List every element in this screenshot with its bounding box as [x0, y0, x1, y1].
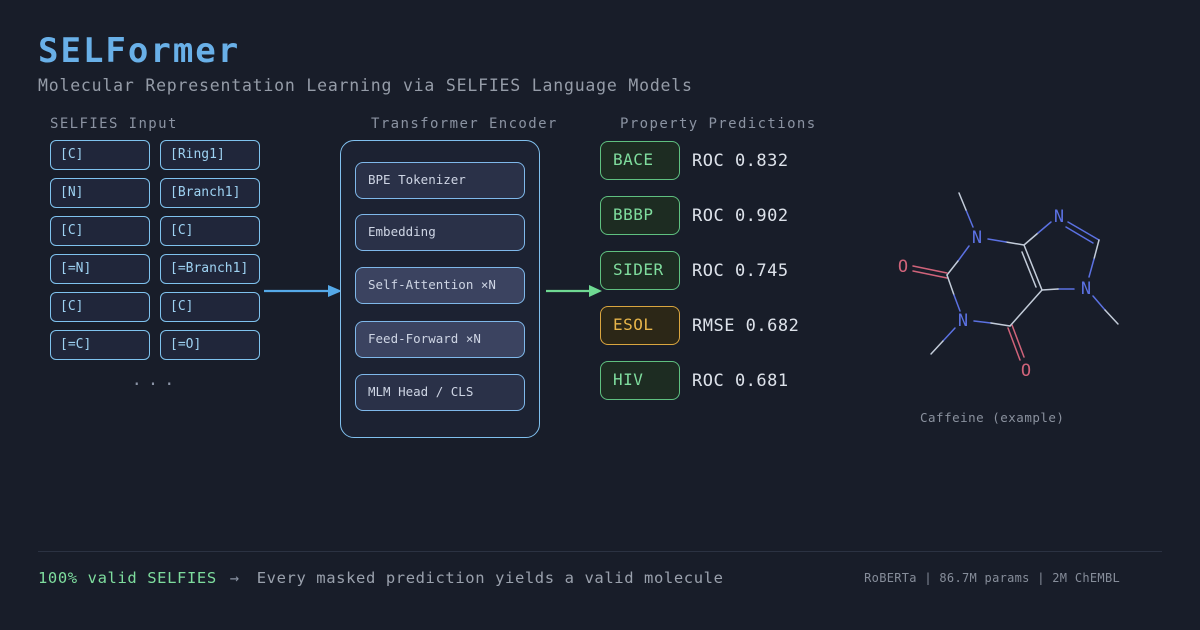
transformer-encoder-box: BPE Tokenizer Embedding Self-Attention ×… — [340, 140, 540, 438]
atom-label-n7: N — [1081, 279, 1091, 299]
dataset-badge-hiv: HIV — [600, 361, 680, 400]
atom-label-n9: N — [1054, 207, 1064, 227]
atom-label-n1: N — [972, 228, 982, 248]
footer-highlight: 100% valid SELFIES — [38, 569, 217, 587]
encoder-block-embedding: Embedding — [355, 214, 525, 251]
property-predictions-heading: Property Predictions — [620, 116, 817, 132]
encoder-block-mlm-head: MLM Head / CLS — [355, 374, 525, 411]
page-title: SELFormer — [38, 31, 241, 71]
selfies-token-grid: [C] [Ring1] [N] [Branch1] [C] [C] [=N] [… — [50, 140, 262, 360]
metric-value: RMSE 0.682 — [692, 315, 800, 336]
selfies-token: [=N] — [50, 254, 150, 284]
prediction-row: ESOL RMSE 0.682 — [600, 306, 799, 345]
footer-meta: RoBERTa | 86.7M params | 2M ChEMBL — [864, 571, 1120, 585]
atom-label-o2: O — [898, 257, 908, 277]
selfies-token: [=C] — [50, 330, 150, 360]
molecule-atom-labels: N N N N O O — [898, 207, 1091, 381]
dataset-badge-sider: SIDER — [600, 251, 680, 290]
input-to-encoder-arrow-icon — [264, 285, 342, 297]
selfies-token: [C] — [50, 292, 150, 322]
footer-divider — [38, 551, 1162, 552]
selfies-token: [=O] — [160, 330, 260, 360]
footer-claim-row: 100% valid SELFIES → Every masked predic… — [38, 569, 724, 587]
metric-value: ROC 0.681 — [692, 370, 789, 391]
selfies-token: [C] — [50, 140, 150, 170]
prediction-row: SIDER ROC 0.745 — [600, 251, 789, 290]
selfies-token: [Ring1] — [160, 140, 260, 170]
caffeine-molecule-drawing: N N N N O O — [898, 192, 1119, 381]
prediction-row: BACE ROC 0.832 — [600, 141, 789, 180]
prediction-row: HIV ROC 0.681 — [600, 361, 789, 400]
molecule-caption: Caffeine (example) — [920, 410, 1065, 425]
atom-label-n3: N — [958, 311, 968, 331]
selfies-token: [Branch1] — [160, 178, 260, 208]
metric-value: ROC 0.902 — [692, 205, 789, 226]
atom-label-o6: O — [1021, 361, 1031, 381]
dataset-badge-bace: BACE — [600, 141, 680, 180]
footer-claim-text: Every masked prediction yields a valid m… — [256, 569, 724, 587]
encoder-block-feed-forward: Feed-Forward ×N — [355, 321, 525, 358]
selfies-token: [N] — [50, 178, 150, 208]
encoder-block-self-attention: Self-Attention ×N — [355, 267, 525, 304]
footer-arrow-glyph: → — [229, 569, 240, 587]
selfies-token: [C] — [160, 216, 260, 246]
page-subtitle: Molecular Representation Learning via SE… — [38, 76, 693, 95]
prediction-row: BBBP ROC 0.902 — [600, 196, 789, 235]
selfies-token: [C] — [160, 292, 260, 322]
metric-value: ROC 0.832 — [692, 150, 789, 171]
encoder-to-predictions-arrow-icon — [546, 285, 602, 297]
tokens-ellipsis: ... — [131, 370, 181, 390]
selfies-token: [=Branch1] — [160, 254, 260, 284]
selfies-input-heading: SELFIES Input — [50, 116, 178, 132]
dataset-badge-esol: ESOL — [600, 306, 680, 345]
dataset-badge-bbbp: BBBP — [600, 196, 680, 235]
encoder-block-bpe-tokenizer: BPE Tokenizer — [355, 162, 525, 199]
selfies-token: [C] — [50, 216, 150, 246]
transformer-encoder-heading: Transformer Encoder — [371, 116, 558, 132]
metric-value: ROC 0.745 — [692, 260, 789, 281]
molecule-bonds — [912, 192, 1119, 361]
